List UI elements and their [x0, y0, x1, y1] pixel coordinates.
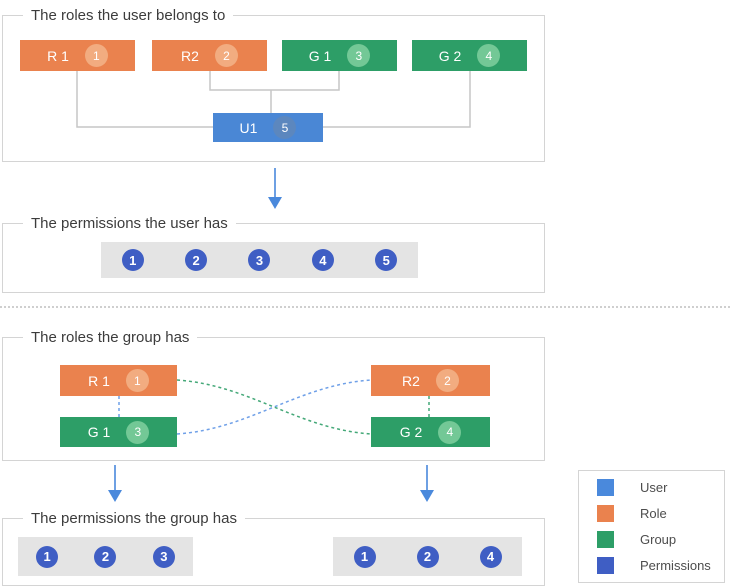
role-box-r1-badge: 1 — [125, 369, 149, 392]
permission-circle: 5 — [375, 249, 398, 271]
group-box-g1-label: G 1 — [87, 424, 111, 440]
role-box-r2-label: R2 — [181, 47, 199, 64]
group-box-g2-label: G 2 — [399, 424, 423, 440]
group-box-g2: G 2 4 — [412, 40, 527, 71]
group-box-g1-badge: 3 — [126, 420, 150, 444]
legend-item-permissions: Permissions — [597, 557, 724, 574]
permission-circle: 2 — [94, 545, 117, 568]
group-box-g1: G 1 3 — [282, 40, 397, 71]
group-box-g2-group-panel: G 2 4 — [371, 417, 490, 447]
role-box-r1: R 1 1 — [20, 40, 135, 71]
group1-permissions-bar: 1 2 3 — [18, 537, 193, 576]
group-box-g2-label: G 2 — [438, 47, 462, 64]
role-box-r2-badge: 2 — [214, 44, 238, 67]
panel-group-permissions-title: The permissions the group has — [31, 510, 237, 527]
role-box-r1-label: R 1 — [47, 47, 69, 64]
role-box-r2: R2 2 — [152, 40, 267, 71]
user-box-u1: U1 5 — [213, 113, 323, 142]
user-box-u1-badge: 5 — [273, 116, 297, 139]
legend-item-label: Role — [640, 506, 667, 521]
permission-circle: 4 — [311, 249, 334, 271]
group-box-g2-badge: 4 — [438, 420, 462, 444]
panel-group-permissions: The permissions the group has — [2, 510, 545, 586]
role-box-r2-group-panel: R2 2 — [371, 365, 490, 396]
connector-g2-u1 — [323, 71, 471, 128]
legend-item-user: User — [597, 479, 724, 496]
legend-item-label: User — [640, 480, 668, 495]
group-color-swatch-icon — [597, 531, 614, 548]
panel-user-roles-title: The roles the user belongs to — [31, 7, 226, 24]
user-box-u1-label: U1 — [239, 119, 258, 136]
role-box-r1-group-panel: R 1 1 — [60, 365, 177, 396]
dashed-link-g1-r2 — [176, 379, 372, 435]
permission-circle: 1 — [353, 545, 376, 568]
connector-r1-u1 — [76, 71, 213, 128]
dotted-divider — [0, 306, 730, 308]
permission-circle: 1 — [121, 249, 144, 271]
dashed-link-r1-g2 — [176, 379, 372, 435]
role-box-r2-badge: 2 — [435, 369, 459, 392]
group-box-g2-badge: 4 — [477, 44, 501, 67]
legend-item-label: Group — [640, 532, 677, 547]
group-box-g1-label: G 1 — [308, 47, 332, 64]
panel-user-permissions-title: The permissions the user has — [31, 215, 228, 232]
permissions-color-swatch-icon — [597, 557, 614, 574]
arrow-group2-permissions-head — [420, 490, 434, 502]
role-color-swatch-icon — [597, 505, 614, 522]
role-box-r2-label: R2 — [402, 372, 420, 389]
role-box-r1-badge: 1 — [84, 44, 108, 67]
arrow-user-permissions-head — [268, 197, 282, 209]
permission-circle: 2 — [185, 249, 208, 271]
panel-user-permissions: The permissions the user has — [2, 215, 545, 293]
group2-permissions-bar: 1 2 4 — [333, 537, 522, 576]
panel-group-roles: The roles the group has — [2, 329, 545, 461]
panel-user-roles: The roles the user belongs to — [2, 7, 545, 162]
panel-group-roles-title: The roles the group has — [31, 329, 190, 346]
permission-circle: 1 — [36, 545, 59, 568]
legend: User Role Group Permissions — [578, 470, 725, 583]
group-box-g1-badge: 3 — [347, 44, 371, 67]
permission-circle: 2 — [416, 545, 439, 568]
group-box-g1-group-panel: G 1 3 — [60, 417, 177, 447]
user-color-swatch-icon — [597, 479, 614, 496]
legend-item-label: Permissions — [640, 558, 711, 573]
permission-circle: 3 — [152, 545, 175, 568]
connector-r2-g1-bus — [209, 71, 340, 91]
arrow-group1-permissions-head — [108, 490, 122, 502]
permission-circle: 3 — [248, 249, 271, 271]
legend-item-group: Group — [597, 531, 724, 548]
legend-item-role: Role — [597, 505, 724, 522]
permission-circle: 4 — [479, 545, 502, 568]
user-permissions-bar: 1 2 3 4 5 — [101, 242, 418, 278]
role-box-r1-label: R 1 — [88, 372, 110, 389]
